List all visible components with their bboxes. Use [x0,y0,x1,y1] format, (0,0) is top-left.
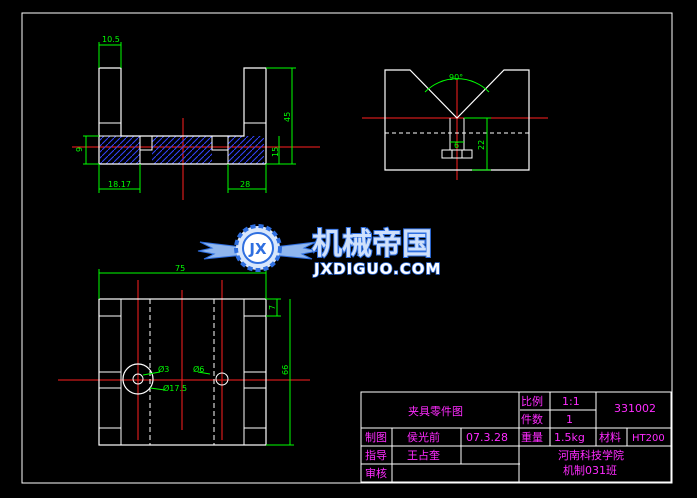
section-hatch-left [100,136,140,164]
dim-hole-small-b: Ø6 [193,364,204,374]
dim-v-angle: 90° [449,73,463,82]
watermark: JX 机械帝国 JXDIGUO.COM [197,224,441,279]
dim-bottom-right: 28 [240,180,250,189]
tb-scale-label: 比例 [521,394,543,408]
tb-guide-label: 指导 [365,448,387,462]
tb-drawing-no: 331002 [614,402,656,415]
hole-small-b [215,372,229,386]
side-view: 90° 6 22 [362,69,548,180]
section-hatch-right [228,136,264,164]
wing-right-icon [271,241,319,260]
front-view: 10.5 9 45 15 18.17 28 [72,35,320,200]
v-block-outline [384,69,530,171]
tb-weight-label: 重量 [521,430,543,444]
watermark-url: JXDIGUO.COM [313,260,441,278]
dim-plan-top: 7 [268,305,277,310]
tb-review-label: 审核 [365,466,387,480]
title-block [360,391,672,483]
tb-guide-name: 王占奎 [407,448,440,462]
tb-weight-value: 1.5kg [554,431,585,444]
tb-material-label: 材料 [599,430,621,444]
dim-v-slot-width: 6 [454,141,459,150]
hole-small-a [132,373,144,385]
dim-plan-width: 75 [175,264,185,273]
dim-hole-large: Ø17.5 [163,383,187,393]
logo-letters: JX [248,240,267,258]
section-hatch-middle [152,136,212,164]
tb-drawn-label: 制图 [365,431,387,444]
hole-large [122,363,154,395]
dim-v-slot-height: 22 [477,140,486,150]
tb-class: 机制031班 [563,463,617,477]
plan-view: Ø3 Ø17.5 Ø6 75 7 66 [58,264,310,446]
tb-qty-label: 件数 [521,413,543,426]
dim-right-height: 45 [283,112,292,122]
tb-material-value: HT200 [632,433,665,444]
tb-drawn-name: 侯光前 [407,430,440,444]
watermark-cn: 机械帝国 [312,227,432,262]
tb-school: 河南科技学院 [558,448,624,462]
tb-scale-value: 1:1 [562,395,580,408]
dim-right-low: 15 [271,147,280,157]
front-outline [98,67,267,165]
tb-title: 夹具零件图 [408,405,463,418]
dim-plan-height: 66 [281,365,290,375]
dim-left-height: 9 [75,147,84,152]
tb-date: 07.3.28 [466,431,508,444]
drawing-frame [21,12,673,484]
tb-qty-value: 1 [566,413,573,426]
dim-hole-small-a: Ø3 [158,364,169,374]
dim-bottom-left: 18.17 [108,180,131,189]
dim-top-width: 10.5 [102,35,120,44]
